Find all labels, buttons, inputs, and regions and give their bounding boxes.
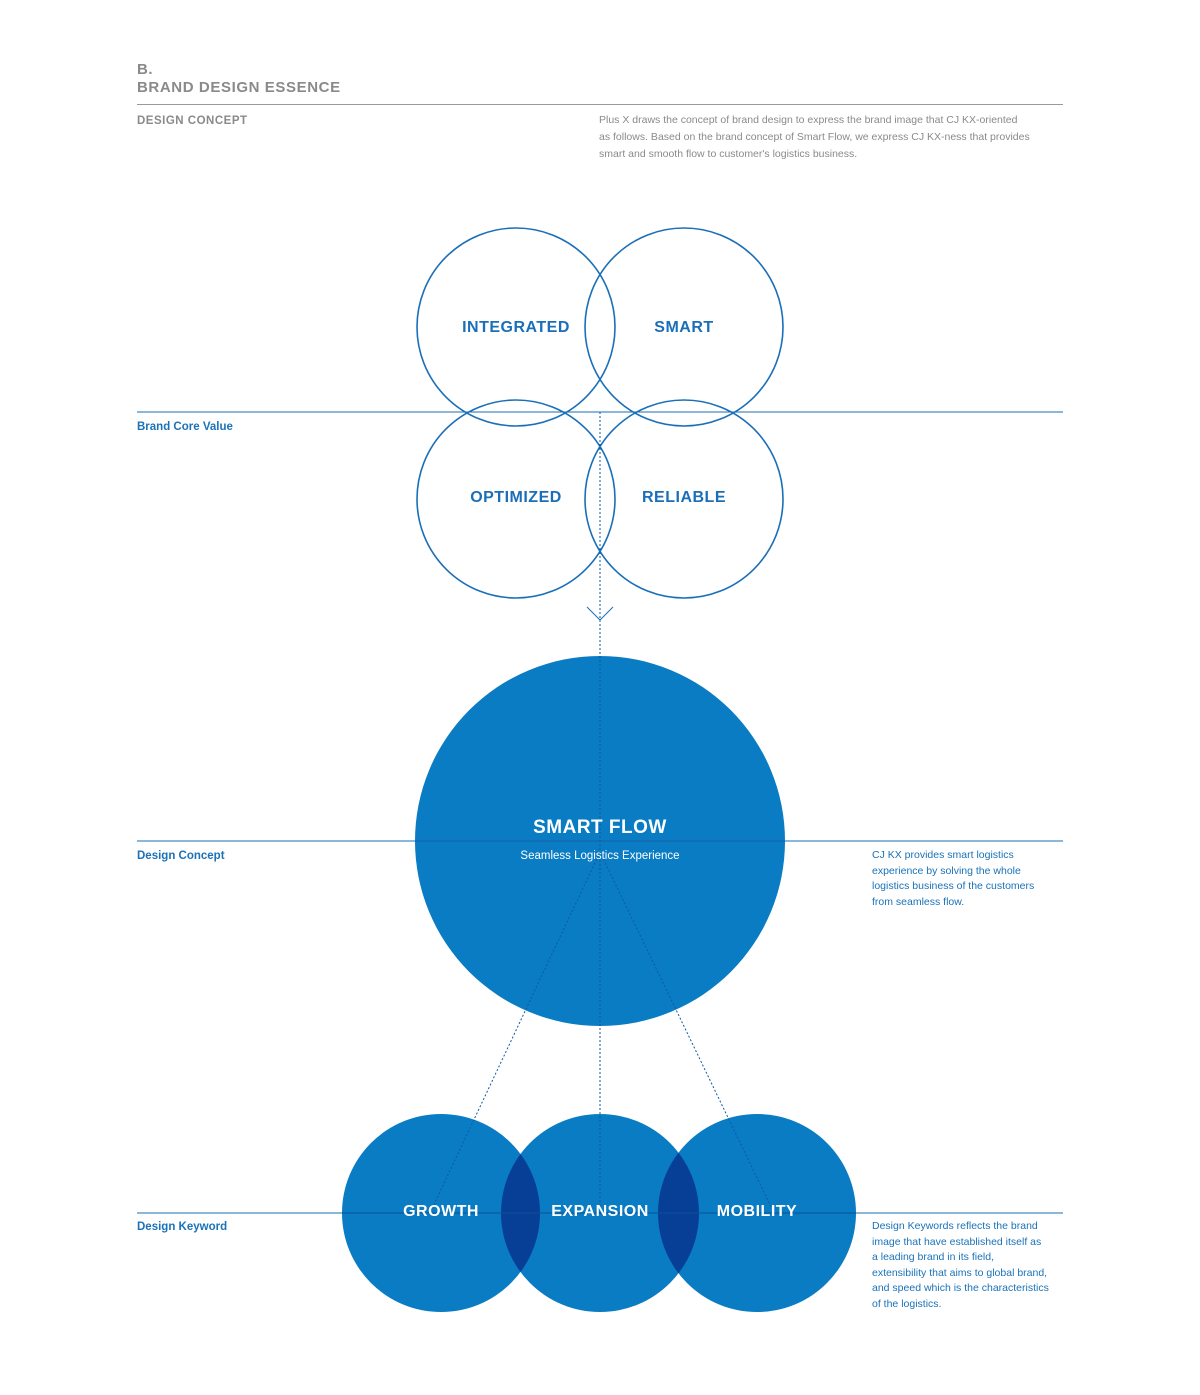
keyword-note-line: extensibility that aims to global brand, (872, 1266, 1048, 1279)
keyword-note-line: Design Keywords reflects the brand (872, 1220, 1038, 1232)
dotted-flow-line-growth (429, 851, 601, 1214)
core-label-reliable: RELIABLE (642, 489, 726, 506)
concept-note-line: from seamless flow. (872, 895, 965, 908)
core-circle-optimized (416, 399, 616, 599)
keyword-label-expansion: EXPANSION (551, 1203, 649, 1220)
core-label-optimized: OPTIMIZED (470, 489, 562, 506)
keyword-note-line: and speed which is the characteristics (872, 1282, 1049, 1294)
keyword-note-line: a leading brand in its field, (872, 1251, 994, 1263)
core-label-smart: SMART (654, 319, 713, 336)
concept-note: CJ KX provides smart logistics experienc… (872, 848, 1072, 910)
sub-heading: DESIGN CONCEPT (137, 115, 248, 127)
concept-title: SMART FLOW (533, 817, 667, 838)
intro-line: Plus X draws the concept of brand design… (599, 114, 1018, 126)
core-circle-smart (584, 227, 784, 427)
row-label-keyword: Design Keyword (137, 1221, 228, 1233)
concept-note-line: CJ KX provides smart logistics (872, 849, 1014, 861)
intro-paragraph: Plus X draws the concept of brand design… (599, 112, 1079, 163)
concept-subtitle: Seamless Logistics Experience (520, 850, 679, 862)
core-circle-reliable (584, 399, 784, 599)
keyword-note: Design Keywords reflects the brand image… (872, 1219, 1072, 1312)
keyword-note-line: image that have established itself as (872, 1235, 1042, 1248)
core-circle-integrated (416, 227, 616, 427)
concept-note-line: logistics business of the customers (872, 880, 1035, 892)
row-label-concept: Design Concept (137, 850, 225, 862)
concept-note-line: experience by solving the whole (872, 864, 1021, 877)
section-letter: B. (137, 61, 153, 78)
section-title: BRAND DESIGN ESSENCE (137, 79, 341, 96)
intro-line: as follows. Based on the brand concept o… (599, 131, 1030, 143)
core-label-integrated: INTEGRATED (462, 319, 570, 336)
keyword-label-mobility: MOBILITY (717, 1203, 797, 1220)
header-divider (137, 104, 1063, 105)
dotted-flow-line-mobility (599, 851, 775, 1214)
row-label-core-value: Brand Core Value (137, 421, 233, 433)
intro-line: smart and smooth flow to customer's logi… (599, 148, 858, 160)
keyword-label-growth: GROWTH (403, 1203, 479, 1220)
keyword-note-line: of the logistics. (872, 1297, 942, 1310)
